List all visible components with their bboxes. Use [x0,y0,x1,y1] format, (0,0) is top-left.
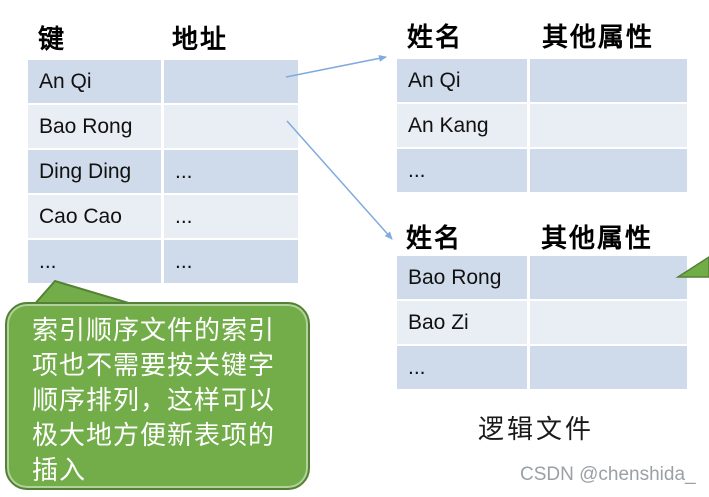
callout-line: 极大地方便新表项的 [32,420,276,450]
address-cell: ... [164,240,298,283]
key-cell: ... [28,240,161,283]
attrs-cell [530,149,687,192]
callout-line: 顺序排列，这样可以 [32,385,276,415]
table-row: An Qi [28,60,298,103]
green-pointer-arrow-icon [675,256,709,278]
key-cell: Bao Rong [28,105,161,148]
address-cell: ... [164,150,298,193]
logical-file-caption: 逻辑文件 [478,415,595,444]
table-row: Bao Zi [397,301,687,344]
logical-block1-table: An Qi An Kang ... [397,59,687,194]
address-cell [164,105,298,148]
table-row: Cao Cao ... [28,195,298,238]
key-cell: An Qi [28,60,161,103]
csdn-watermark: CSDN @chenshida_ [520,464,696,485]
key-cell: Ding Ding [28,150,161,193]
table-row: ... ... [28,240,298,283]
arrow-anqi-to-block1-icon [285,54,387,78]
table-row: Bao Rong [397,256,687,299]
address-cell [164,60,298,103]
address-cell: ... [164,195,298,238]
block2-header-attrs: 其他属性 [541,224,654,253]
name-cell: An Qi [397,59,527,102]
table-row: An Qi [397,59,687,102]
callout-bubble: 索引顺序文件的索引 项也不需要按关键字 顺序排列，这样可以 极大地方便新表项的 … [5,302,310,490]
name-cell: Bao Zi [397,301,527,344]
block1-header-attrs: 其他属性 [542,23,655,52]
table-row: ... [397,346,687,389]
callout-line: 索引顺序文件的索引 [32,315,276,345]
block2-header-name: 姓名 [406,224,463,253]
table-row: Bao Rong [28,105,298,148]
name-cell: An Kang [397,104,527,147]
callout-line: 项也不需要按关键字 [32,350,276,380]
attrs-cell [530,301,687,344]
table-row: ... [397,149,687,192]
key-cell: Cao Cao [28,195,161,238]
arrow-baorong-to-block2-icon [286,120,393,240]
name-cell: ... [397,149,527,192]
callout-line: 插入 [32,455,87,485]
name-cell: Bao Rong [397,256,527,299]
attrs-cell [530,346,687,389]
index-table: An Qi Bao Rong Ding Ding ... Cao Cao ...… [28,60,298,285]
table-row: An Kang [397,104,687,147]
attrs-cell [530,104,687,147]
attrs-cell [530,256,687,299]
block1-header-name: 姓名 [407,23,464,52]
logical-block2-table: Bao Rong Bao Zi ... [397,256,687,391]
attrs-cell [530,59,687,102]
table-row: Ding Ding ... [28,150,298,193]
index-table-header-key: 键 [38,25,67,54]
index-table-header-address: 地址 [172,25,229,54]
name-cell: ... [397,346,527,389]
